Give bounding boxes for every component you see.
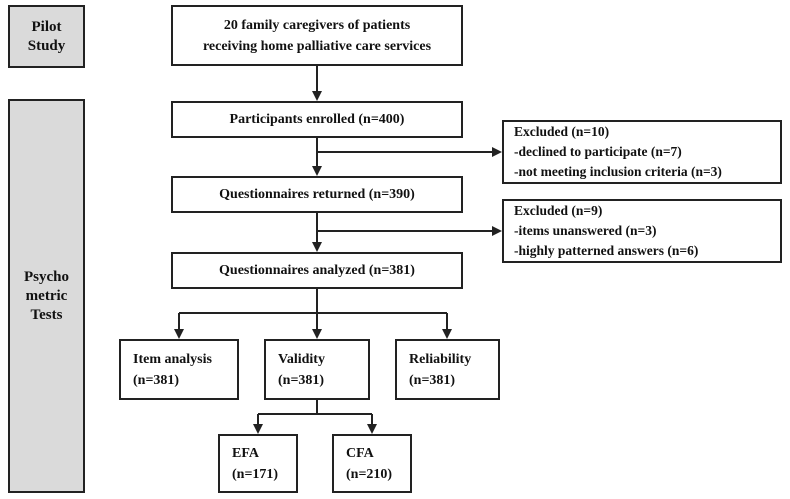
box-text: (n=171): [232, 466, 279, 482]
box-text: Questionnaires analyzed (n=381): [219, 263, 415, 278]
box-text: receiving home palliative care services: [202, 38, 432, 54]
exclusion-text: Excluded (n=10): [514, 124, 610, 139]
box-text: Item analysis: [133, 351, 212, 367]
pilot-participants-box: 20 family caregivers of patients receivi…: [171, 5, 463, 66]
box-text: 20 family caregivers of patients: [223, 17, 411, 33]
box-text: (n=381): [133, 372, 180, 388]
exclusion-box-2: Excluded (n=9) -items unanswered (n=3) -…: [502, 199, 782, 263]
pilot-label-line: Pilot: [31, 18, 62, 35]
cfa-box: CFA (n=210): [332, 434, 412, 493]
exclusion-text: -highly patterned answers (n=6): [514, 243, 699, 258]
exclusion-box-1: Excluded (n=10) -declined to participate…: [502, 120, 782, 184]
psychometric-label-line: Psycho: [24, 268, 69, 285]
psychometric-label-line: metric: [25, 287, 68, 304]
enrolled-box: Participants enrolled (n=400): [171, 101, 463, 138]
box-text: (n=210): [346, 466, 393, 482]
returned-box: Questionnaires returned (n=390): [171, 176, 463, 213]
box-text: EFA: [232, 445, 259, 461]
efa-box: EFA (n=171): [218, 434, 298, 493]
validity-box: Validity (n=381): [264, 339, 370, 400]
psychometric-label-line: Tests: [30, 306, 63, 323]
box-text: Validity: [278, 351, 325, 367]
psychometric-tests-label: Psycho metric Tests: [8, 99, 85, 493]
exclusion-text: -items unanswered (n=3): [514, 223, 657, 238]
box-text: Reliability: [409, 351, 472, 367]
exclusion-text: -declined to participate (n=7): [514, 144, 682, 159]
box-text: Participants enrolled (n=400): [229, 112, 405, 127]
reliability-box: Reliability (n=381): [395, 339, 500, 400]
analyzed-box: Questionnaires analyzed (n=381): [171, 252, 463, 289]
exclusion-text: Excluded (n=9): [514, 203, 603, 218]
pilot-study-label: Pilot Study: [8, 5, 85, 68]
pilot-label-line: Study: [27, 37, 66, 54]
exclusion-text: -not meeting inclusion criteria (n=3): [514, 164, 722, 179]
item-analysis-box: Item analysis (n=381): [119, 339, 239, 400]
box-text: (n=381): [409, 372, 456, 388]
box-text: (n=381): [278, 372, 325, 388]
box-text: Questionnaires returned (n=390): [219, 187, 415, 202]
box-text: CFA: [346, 445, 374, 461]
